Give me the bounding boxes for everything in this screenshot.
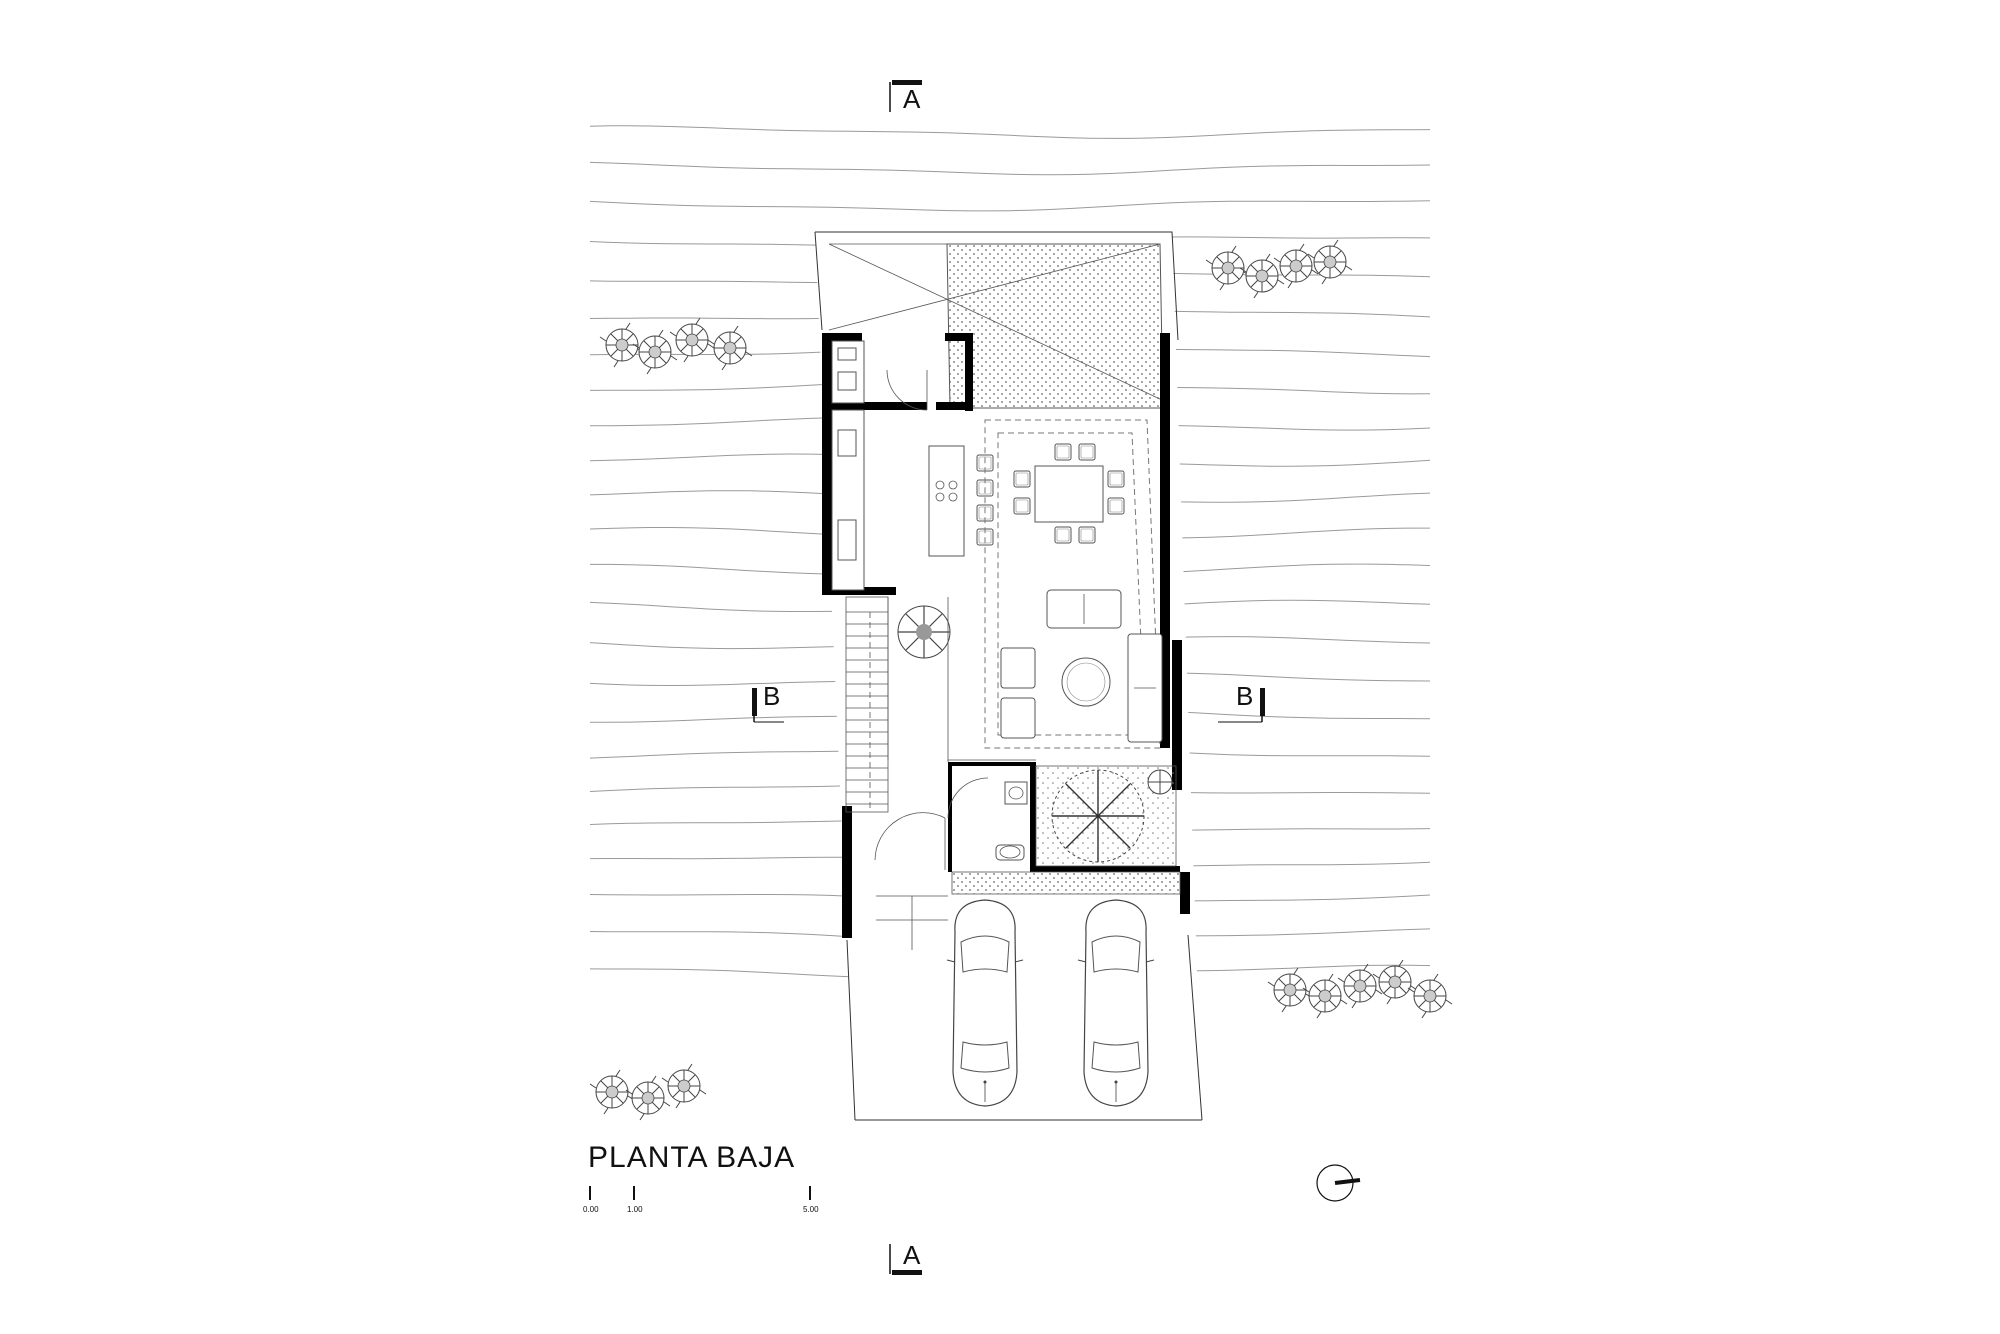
scale-label-0: 0.00	[583, 1205, 599, 1214]
contour-line	[589, 125, 1431, 139]
section-marker-b-left: B	[752, 681, 784, 723]
interior-partitions	[887, 597, 1036, 762]
entry-door	[874, 812, 948, 950]
kitchen	[831, 340, 994, 591]
living-dining-area	[984, 419, 1163, 749]
tree-icon	[1051, 769, 1173, 863]
dining-table	[1034, 465, 1104, 523]
section-marker-b-right: B	[1218, 681, 1265, 723]
shrub-icon	[589, 1063, 707, 1121]
scale-label-5: 5.00	[803, 1205, 819, 1214]
walls	[822, 333, 1190, 938]
rear-terrace	[828, 243, 1164, 409]
car-icon	[946, 899, 1024, 1107]
section-b-right-label: B	[1236, 681, 1253, 711]
coffee-table	[1061, 657, 1111, 707]
section-a-bottom-label: A	[903, 1240, 921, 1270]
shrub-icon	[1267, 959, 1453, 1019]
lot-boundary	[814, 231, 1203, 1121]
scale-bar: 0.00 1.00 5.00	[583, 1186, 819, 1214]
section-marker-a-top: A	[889, 80, 922, 114]
car-icon	[1077, 899, 1155, 1107]
north-arrow-icon	[1316, 1164, 1361, 1202]
bathroom	[947, 777, 1028, 861]
contour-line	[589, 161, 1431, 176]
section-b-left-label: B	[763, 681, 780, 711]
tree-icon	[897, 605, 951, 659]
drawing-title: PLANTA BAJA	[588, 1141, 795, 1174]
section-a-top-label: A	[903, 84, 921, 114]
contour-line	[589, 200, 1431, 212]
section-marker-a-bottom: A	[889, 1240, 922, 1275]
shrub-icon	[599, 317, 753, 375]
shrub-icon	[1205, 239, 1353, 299]
kitchen-island	[928, 445, 965, 557]
scale-label-1: 1.00	[627, 1205, 643, 1214]
